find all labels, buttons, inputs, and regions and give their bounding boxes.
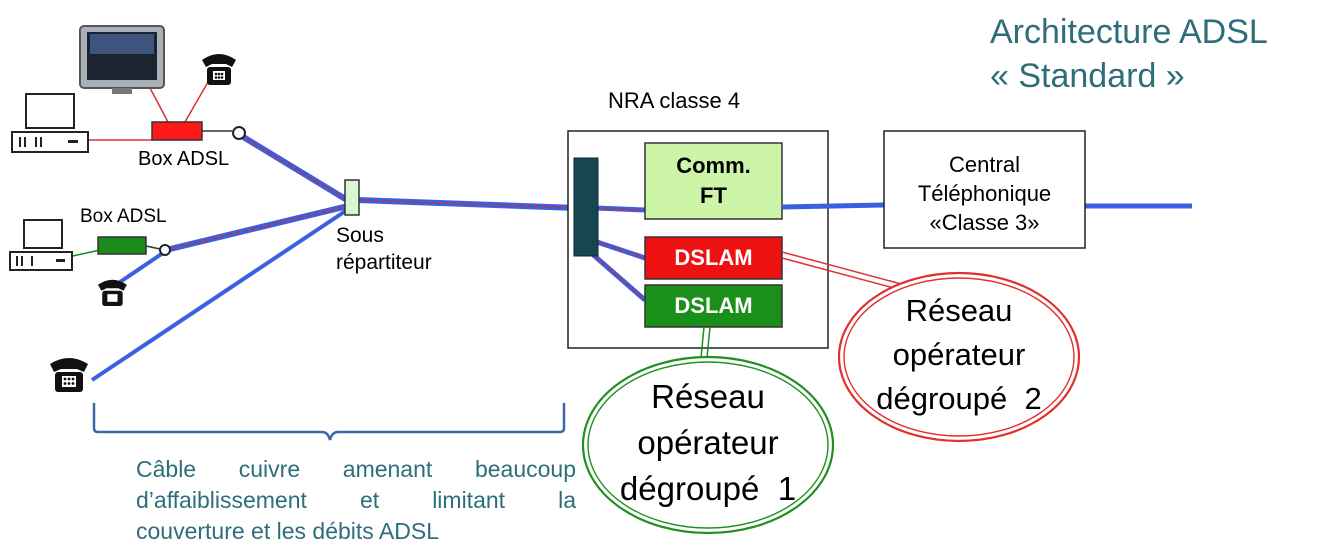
caption-line-2: d’affaiblissement et limitant la	[136, 487, 576, 513]
cable-caption: Câble cuivre amenant beaucoup d’affaibli…	[136, 454, 576, 547]
reseau-2-line-1: Réseau	[905, 293, 1013, 328]
reseau-2-label: Réseau opérateur dégroupé 2	[839, 289, 1079, 421]
copper-line-main	[357, 197, 578, 211]
central-line-2: Téléphonique	[917, 181, 1052, 206]
phone-line-direct	[90, 206, 352, 382]
box-adsl-top-label: Box ADSL	[138, 148, 230, 170]
caption-line-1: Câble cuivre amenant beaucoup	[136, 456, 576, 482]
splitter-bottom	[159, 244, 171, 256]
box-adsl-bottom	[97, 236, 147, 255]
diagram-title: Architecture ADSL « Standard »	[990, 10, 1268, 98]
sous-repartiteur-line-1: Sous	[336, 224, 384, 247]
reseau-2-line-3: dégroupé 2	[876, 381, 1042, 416]
central-label: Central Téléphonique «Classe 3»	[884, 150, 1085, 237]
computer-icon	[9, 219, 73, 271]
sous-repartiteur-label: Sous répartiteur	[336, 222, 432, 276]
nra-splitter-bar	[573, 157, 599, 257]
telephone-icon	[50, 358, 88, 392]
telephone-icon	[202, 54, 236, 85]
splitter-top	[232, 126, 246, 140]
comm-ft-box	[644, 142, 783, 220]
nra-label: NRA classe 4	[608, 88, 741, 113]
reseau-1-line-2: opérateur	[637, 424, 779, 461]
central-line-3: «Classe 3»	[929, 210, 1040, 235]
title-line-2: « Standard »	[990, 57, 1185, 95]
comm-ft-label: Comm. FT	[645, 151, 782, 211]
dslam-green	[644, 284, 783, 328]
central-line-1: Central	[949, 152, 1020, 177]
dslam-red-label: DSLAM	[674, 245, 753, 270]
phone-line-bottom-box	[118, 251, 165, 284]
sous-repartiteur-block	[344, 179, 360, 216]
telephone-icon	[98, 279, 127, 307]
comm-ft-line-2: FT	[700, 183, 727, 208]
box-adsl-bottom-label: Box ADSL	[80, 206, 167, 227]
title-line-1: Architecture ADSL	[990, 13, 1268, 51]
comm-ft-line-1: Comm.	[676, 153, 751, 178]
cable-bracket	[92, 403, 566, 441]
central-box	[883, 130, 1086, 249]
reseau-2-line-2: opérateur	[892, 337, 1026, 372]
computer-icon	[11, 93, 89, 153]
reseau-2-ring	[837, 271, 1081, 443]
reseau-1-label: Réseau opérateur dégroupé 1	[583, 374, 833, 512]
reseau-1-line-3: dégroupé 1	[619, 470, 797, 507]
link-commft-central	[781, 202, 885, 210]
dslam-red	[644, 236, 783, 280]
caption-line-3: couverture et les débits ADSL	[136, 518, 439, 544]
sous-repartiteur-line-2: répartiteur	[336, 251, 432, 274]
reseau-1-line-1: Réseau	[651, 378, 765, 415]
box-adsl-top	[151, 121, 203, 141]
reseau-1-ring	[581, 355, 835, 535]
monitor-icon	[79, 25, 165, 94]
dslam-green-label: DSLAM	[674, 293, 753, 318]
copper-line-bottom-box	[165, 202, 353, 253]
